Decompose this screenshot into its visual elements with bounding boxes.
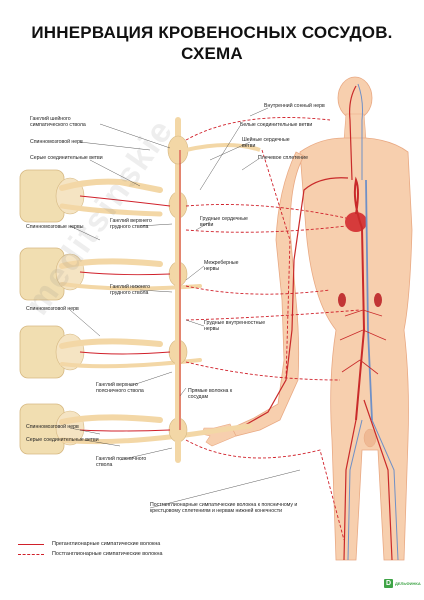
fiber-pathways xyxy=(79,117,361,541)
label-thoracic-cardiac: Грудные сердечные ветви xyxy=(200,216,248,228)
legend-solid-line xyxy=(18,543,44,545)
head xyxy=(337,76,373,120)
neck xyxy=(343,113,367,141)
label-spinal-nerve-1: Спинномозговой нерв xyxy=(30,139,83,145)
genital xyxy=(363,428,377,448)
label-thoracic-visceral: Грудные внутренностные нервы xyxy=(204,320,266,332)
label-brachial-plexus: Плечевое сплетение xyxy=(258,155,308,161)
label-upper-lumbar-ganglion: Ганглий верхнего поясничного ствола xyxy=(96,382,144,394)
heart xyxy=(345,212,367,232)
leg-vein-right xyxy=(371,419,399,561)
spinal-segment-1 xyxy=(19,169,188,223)
cervical-nerve xyxy=(185,143,261,152)
label-direct-vascular: Прямые волокна к сосудам xyxy=(188,388,233,400)
label-internal-carotid: Внутренний сонный нерв xyxy=(264,103,325,109)
spinal-segments xyxy=(19,117,261,463)
leader-lines xyxy=(69,107,301,509)
leg-vein-left xyxy=(347,419,363,561)
label-lower-thoracic-ganglion: Ганглий нижнего грудного ствола xyxy=(110,284,150,296)
label-lumbar-ganglion: Ганглий поясничного ствола xyxy=(96,456,147,468)
postganglionic-carotid xyxy=(185,117,331,141)
jugular xyxy=(357,83,363,180)
spinal-segment-4 xyxy=(19,403,253,455)
logo-mark-icon: D xyxy=(384,579,393,588)
spinal-segment-2 xyxy=(19,247,202,301)
postganglionic-visceral xyxy=(185,309,361,321)
label-upper-thoracic-ganglion: Ганглий верхнего грудного ствола xyxy=(110,218,152,230)
legend-label: Постганглионарные симпатические волокна xyxy=(52,551,163,557)
label-postganglionic-lower: Постганглионарные симпатические волокна … xyxy=(150,502,298,514)
label-spinal-nerves: Спинномозговые нервы xyxy=(26,224,84,230)
carotid xyxy=(349,85,357,181)
postganglionic-cardiac-1 xyxy=(185,204,347,219)
legend-label: Преганглионарные симпатические волокна xyxy=(52,541,161,547)
postganglionic-limb xyxy=(185,439,345,541)
arm xyxy=(231,151,305,437)
publisher-logo: D ДЕЛЬФИНКА xyxy=(384,579,421,588)
label-cervical-ganglion: Ганглий шейного симпатического ствола xyxy=(30,116,86,128)
logo-text: ДЕЛЬФИНКА xyxy=(395,581,421,586)
postganglionic-intercostal xyxy=(185,285,331,295)
label-spinal-nerve-2: Спинномозговой нерв xyxy=(26,306,79,312)
celiac-branches xyxy=(339,309,387,375)
preganglionic-1 xyxy=(79,195,171,207)
postganglionic-lumbar xyxy=(185,361,341,381)
legend-item-postganglionic: Постганглионарные симпатические волокна xyxy=(18,550,162,558)
preganglionic-3 xyxy=(79,351,171,355)
label-intercostal: Межреберные нервы xyxy=(204,260,239,272)
torso xyxy=(299,137,413,561)
legend-item-preganglionic: Преганглионарные симпатические волокна xyxy=(18,540,160,548)
preganglionic-4 xyxy=(79,429,171,432)
vein-cava xyxy=(365,179,373,421)
aorta xyxy=(353,176,366,421)
label-cervical-cardiac: Шейные сердечные ветви xyxy=(242,137,290,149)
kidney-right xyxy=(374,293,382,307)
arm-artery xyxy=(239,177,349,429)
postganglionic-arm xyxy=(261,149,291,381)
label-spinal-nerve-3: Спинномозговой нерв xyxy=(26,424,79,430)
legend-dashed-line xyxy=(18,553,44,555)
page-title: ИННЕРВАЦИЯ КРОВЕНОСНЫХ СОСУДОВ. СХЕМА xyxy=(31,23,393,63)
preganglionic-2 xyxy=(79,271,171,276)
label-white-rami: Белые соединительные ветви xyxy=(240,122,313,128)
spinal-segment-3 xyxy=(19,325,202,379)
kidney-left xyxy=(338,293,346,307)
label-gray-rami-2: Серые соединительные ветви xyxy=(26,437,99,443)
postganglionic-cardiac-2 xyxy=(185,225,347,233)
label-gray-rami-1: Серые соединительные ветви xyxy=(30,155,103,161)
leg-artery-left xyxy=(343,419,357,561)
leg-artery-right xyxy=(363,399,393,561)
